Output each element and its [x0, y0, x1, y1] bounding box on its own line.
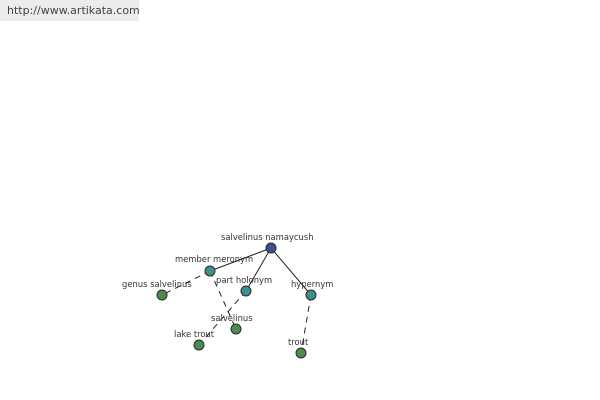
- node-label-trout[interactable]: trout: [288, 337, 309, 347]
- node-salvelinus[interactable]: [230, 323, 242, 335]
- node-label-genus-salvelinus[interactable]: genus salvelinus: [122, 279, 192, 289]
- edge-root-to-hypernym: [270, 247, 312, 296]
- edge-root-to-member-meronym: [209, 247, 272, 272]
- node-label-member-meronym[interactable]: member meronym: [175, 254, 253, 264]
- node-trout[interactable]: [295, 347, 307, 359]
- node-label-root[interactable]: salvelinus namaycush: [221, 232, 314, 242]
- graph-nodes: [156, 242, 317, 359]
- node-lake-trout[interactable]: [193, 339, 205, 351]
- node-genus-salvelinus[interactable]: [156, 289, 168, 301]
- node-label-part-holonym[interactable]: part holonym: [216, 275, 272, 285]
- node-label-hypernym[interactable]: hypernym: [291, 279, 333, 289]
- node-hypernym[interactable]: [305, 289, 317, 301]
- node-part-holonym[interactable]: [240, 285, 252, 297]
- graph-edges: [161, 247, 312, 354]
- node-label-salvelinus[interactable]: salvelinus: [211, 313, 253, 323]
- edge-hypernym-to-trout: [300, 294, 312, 354]
- edge-member-meronym-to-genus-salvelinus: [161, 270, 211, 296]
- node-member-meronym[interactable]: [204, 265, 216, 277]
- source-url-link[interactable]: http://www.artikata.com: [0, 0, 140, 21]
- graph-labels: salvelinus namaycush member meronym part h…: [122, 232, 333, 347]
- node-label-lake-trout[interactable]: lake trout: [174, 329, 215, 339]
- node-root[interactable]: [265, 242, 277, 254]
- edge-part-holonym-to-lake-trout: [198, 290, 247, 346]
- edge-root-to-part-holonym: [245, 247, 272, 292]
